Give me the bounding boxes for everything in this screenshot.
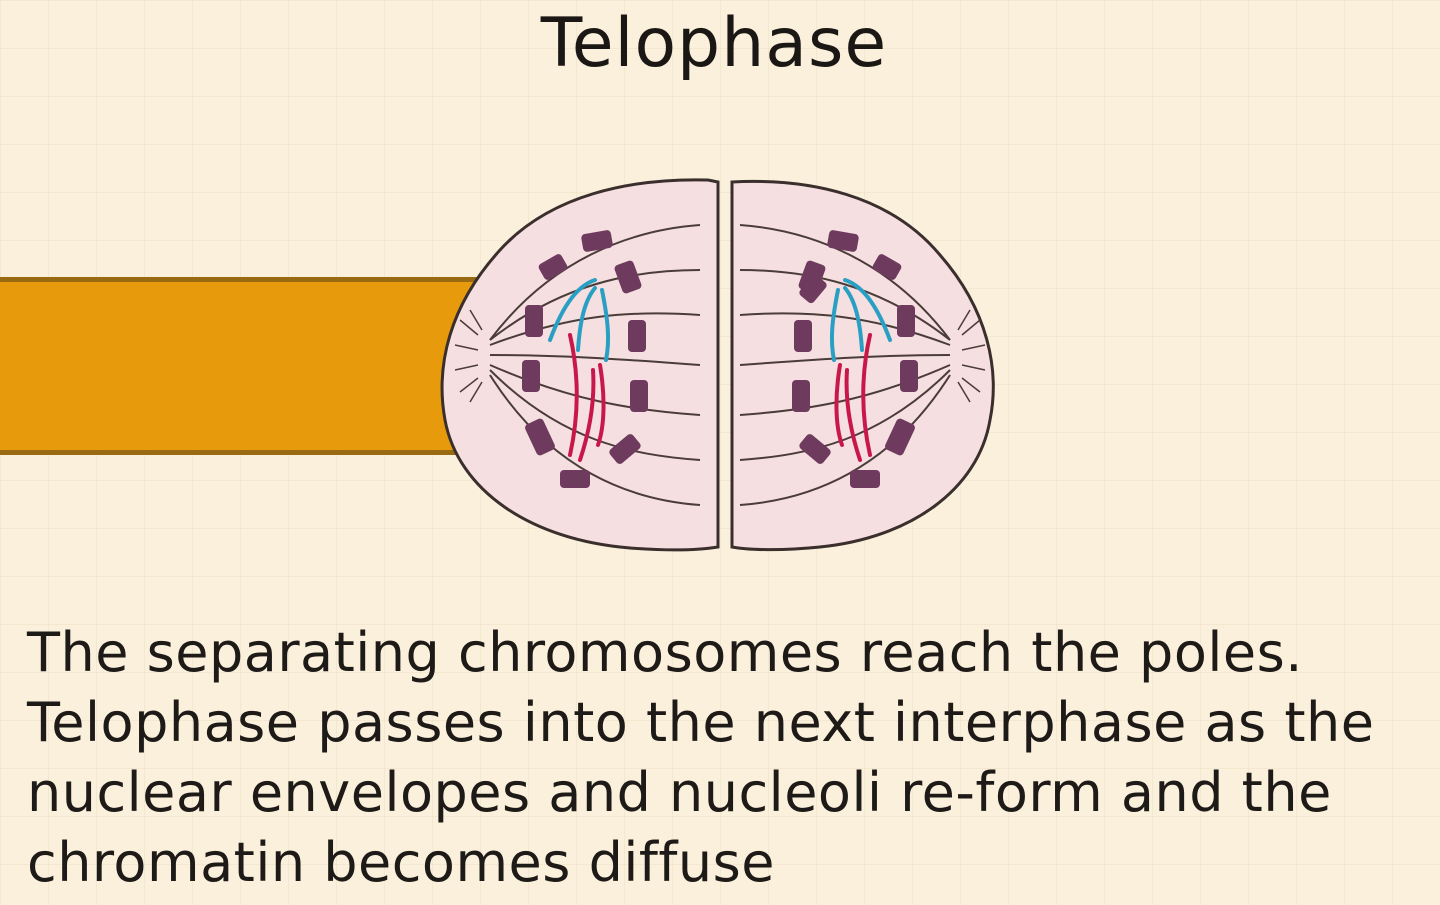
left-daughter-cell bbox=[440, 178, 720, 552]
left-chromatin bbox=[548, 278, 611, 462]
telophase-cell-diagram bbox=[440, 178, 995, 552]
right-nuclear-envelope bbox=[792, 230, 918, 488]
caption-line-3: nuclear envelopes and nucleoli re-form a… bbox=[27, 761, 1332, 824]
caption-line-4: chromatin becomes diffuse bbox=[27, 831, 775, 894]
right-pole-aster bbox=[957, 309, 986, 403]
left-nuclear-envelope bbox=[522, 230, 648, 488]
caption-line-2: Telophase passes into the next interphas… bbox=[27, 691, 1375, 754]
diagram-caption: The separating chromosomes reach the pol… bbox=[27, 618, 1437, 898]
right-chromatin bbox=[829, 278, 892, 462]
right-daughter-cell bbox=[730, 180, 995, 552]
title-text: Telophase bbox=[540, 4, 888, 83]
right-spindle-fibers bbox=[739, 224, 951, 506]
left-pole-aster bbox=[454, 309, 483, 403]
caption-line-1: The separating chromosomes reach the pol… bbox=[27, 621, 1303, 684]
left-spindle-fibers bbox=[489, 224, 701, 506]
diagram-title: Telophase bbox=[0, 2, 1440, 86]
phase-indicator-bar bbox=[0, 277, 520, 455]
